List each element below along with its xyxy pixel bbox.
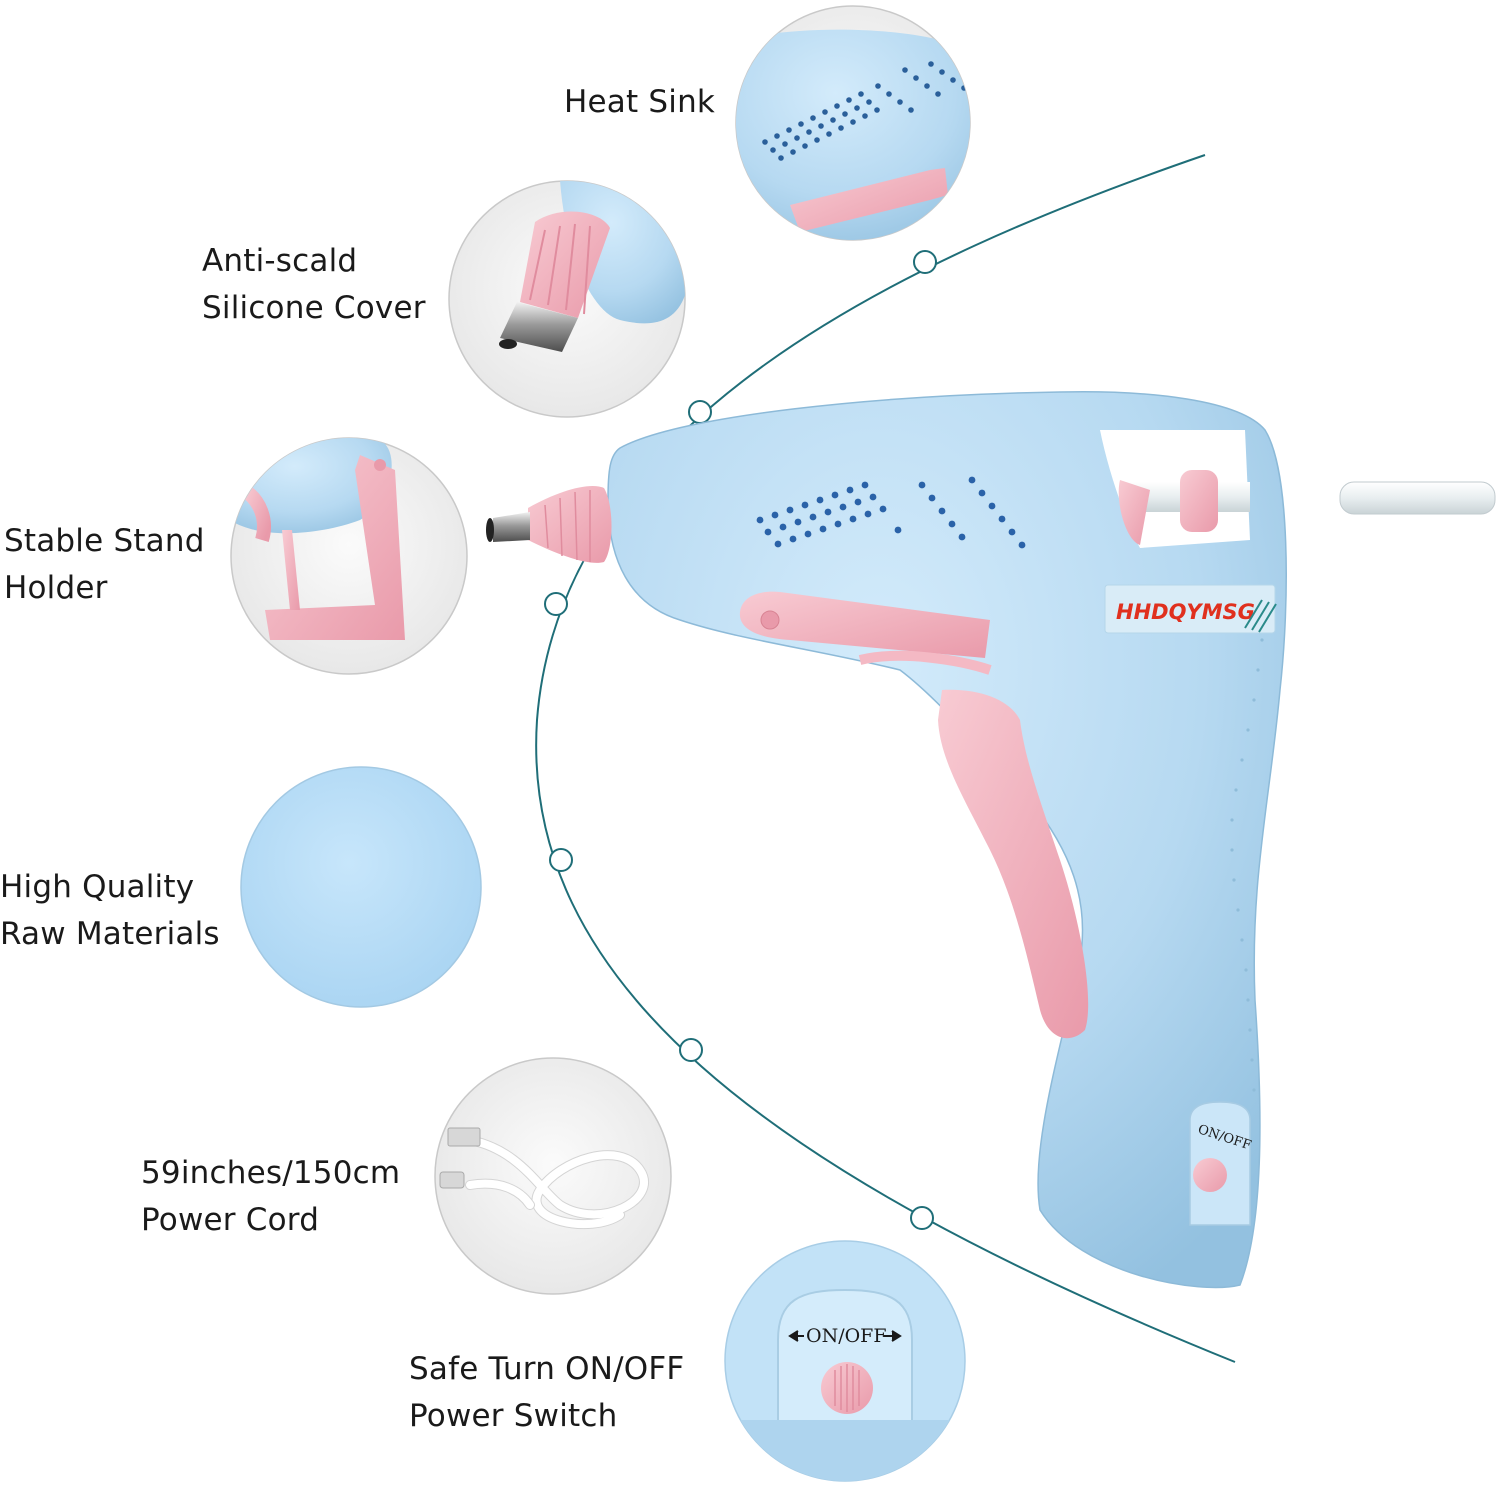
connector-node bbox=[913, 250, 937, 274]
label-line: Holder bbox=[4, 570, 108, 606]
label-heat-sink: Heat Sink bbox=[564, 79, 715, 126]
label-stand-holder: Stable Stand Holder bbox=[4, 518, 205, 612]
label-line: Raw Materials bbox=[0, 916, 220, 952]
label-line: Stable Stand bbox=[4, 523, 205, 559]
power-cord-zoom bbox=[434, 1057, 672, 1295]
switch-label-zoom: ON/OFF bbox=[806, 1325, 887, 1347]
connector-curve bbox=[535, 154, 1236, 1363]
label-power-cord: 59inches/150cm Power Cord bbox=[141, 1150, 400, 1244]
heat-sink-zoom bbox=[735, 5, 971, 241]
label-power-switch: Safe Turn ON/OFF Power Switch bbox=[409, 1346, 684, 1440]
raw-materials-swatch bbox=[240, 766, 482, 1008]
grip-texture bbox=[1230, 638, 1264, 1092]
connector-nodes bbox=[544, 250, 937, 1230]
connector-node bbox=[688, 400, 712, 424]
brand-label: HHDQYMSG bbox=[1116, 600, 1255, 624]
connector-node bbox=[679, 1038, 703, 1062]
connector-node bbox=[544, 592, 568, 616]
silicone-cover-zoom bbox=[448, 180, 686, 418]
label-raw-materials: High Quality Raw Materials bbox=[0, 864, 220, 958]
label-line: Safe Turn ON/OFF bbox=[409, 1351, 685, 1387]
label-line: Anti-scald bbox=[202, 243, 358, 279]
connector-node bbox=[910, 1206, 934, 1230]
vent-holes bbox=[756, 476, 1026, 549]
arrow-right-icon bbox=[884, 1330, 902, 1342]
label-line: Power Switch bbox=[409, 1398, 618, 1434]
connector-node bbox=[549, 848, 573, 872]
label-line: Power Cord bbox=[141, 1202, 320, 1238]
label-line: 59inches/150cm bbox=[141, 1155, 401, 1191]
label-line: Silicone Cover bbox=[202, 290, 426, 326]
glue-gun: HHDQYMSG ON/OFF bbox=[486, 391, 1496, 1289]
label-line: High Quality bbox=[0, 869, 195, 905]
label-silicone-cover: Anti-scald Silicone Cover bbox=[202, 238, 426, 332]
power-switch-zoom bbox=[724, 1240, 966, 1482]
arrow-left-icon bbox=[788, 1330, 804, 1342]
label-line: Heat Sink bbox=[564, 84, 716, 120]
power-switch-button bbox=[1193, 1158, 1227, 1192]
stand-holder-zoom bbox=[230, 437, 468, 675]
